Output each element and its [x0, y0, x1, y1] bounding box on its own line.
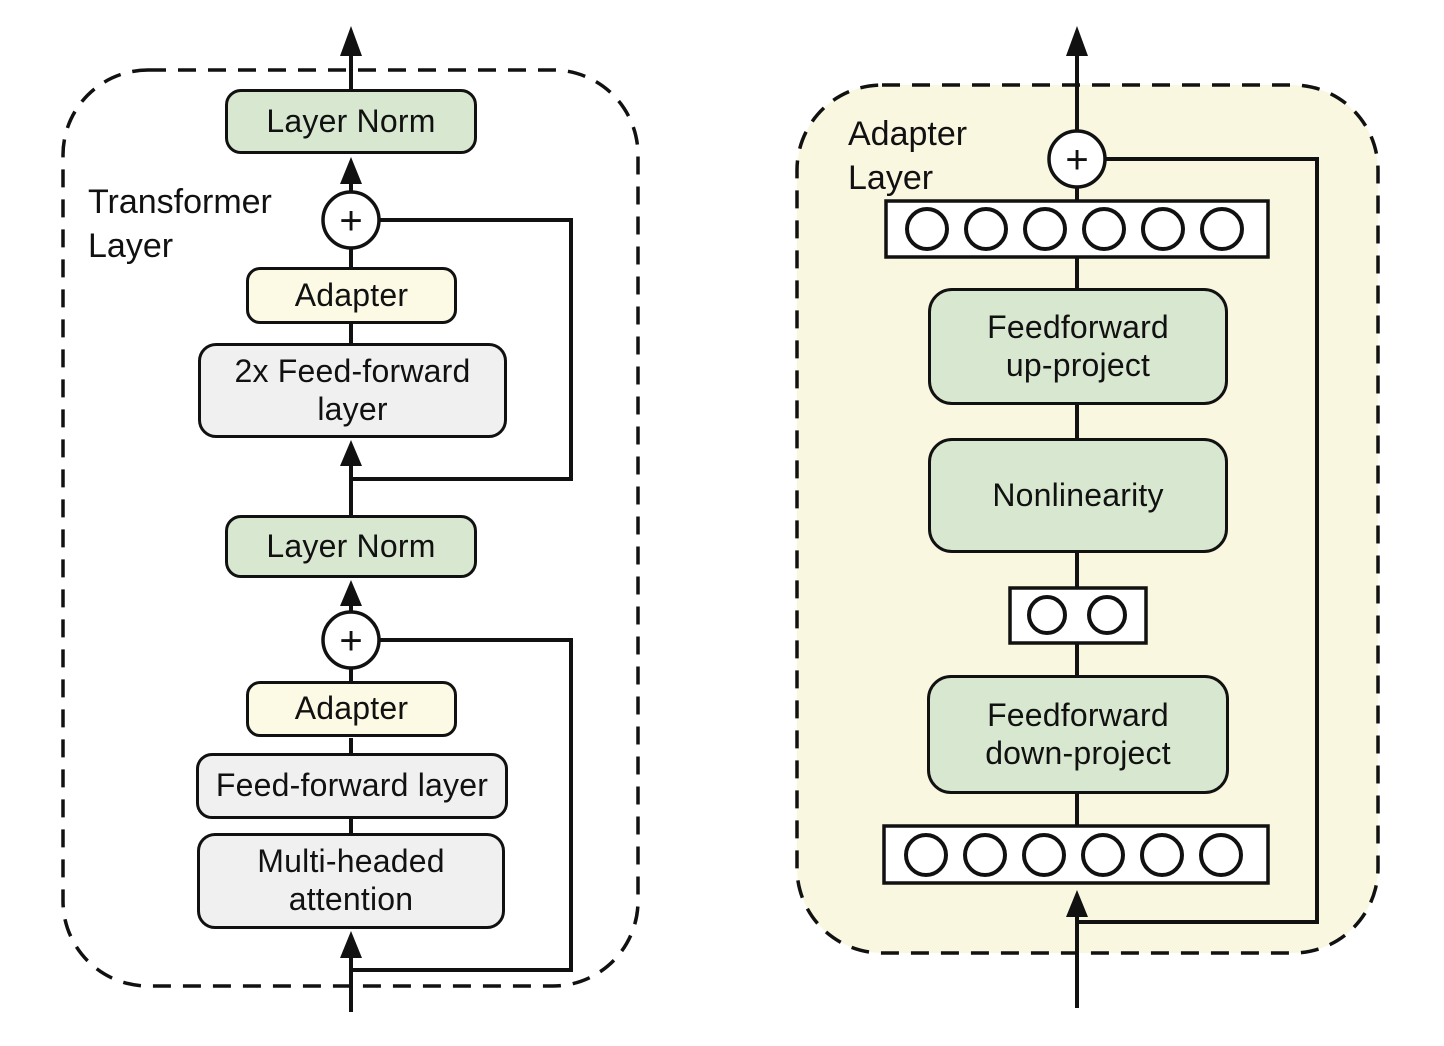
feature-vector-bottom	[882, 824, 1270, 885]
feedforward-2x-box: 2x Feed-forward layer	[198, 343, 507, 438]
residual-sum-circle-lower	[321, 610, 381, 670]
right-input-arrow	[1066, 890, 1088, 1008]
adapter-upper-box: Adapter	[246, 267, 457, 324]
plus-icon: +	[339, 619, 362, 663]
feature-unit-circle	[1087, 595, 1127, 635]
adapter-lower-box: Adapter	[246, 681, 457, 737]
residual-sum-circle-upper	[321, 190, 381, 250]
feedforward-layer-box: Feed-forward layer	[196, 753, 508, 819]
left-output-arrow	[340, 26, 362, 89]
feature-unit-circle	[1200, 207, 1244, 251]
layer-norm-top-box: Layer Norm	[225, 89, 477, 154]
feature-unit-circle	[1022, 833, 1066, 877]
multi-headed-attention-box: Multi-headed attention	[197, 833, 505, 929]
feature-unit-circle	[1082, 207, 1126, 251]
right-output-arrow	[1066, 26, 1088, 131]
arrow-sum-to-layernorm-mid	[340, 580, 362, 612]
lower-residual-skip-line	[351, 638, 573, 972]
arrow-sum-to-layernorm-top	[340, 157, 362, 191]
feature-unit-circle	[1023, 207, 1067, 251]
adapter-sum-circle	[1047, 129, 1107, 189]
plus-icon: +	[1065, 138, 1088, 182]
adapter-layer-label: Adapter Layer	[848, 115, 968, 198]
bottleneck-vector	[1008, 586, 1148, 645]
transformer-layer-label: Transformer Layer	[88, 183, 272, 266]
feature-unit-circle	[1140, 833, 1184, 877]
feedforward-down-project-box: Feedforward down-project	[927, 675, 1229, 794]
feature-unit-circle	[1027, 595, 1067, 635]
arrow-into-feedforward-2x	[340, 440, 362, 479]
feature-vector-top	[884, 199, 1270, 259]
feature-unit-circle	[904, 833, 948, 877]
feature-unit-circle	[1199, 833, 1243, 877]
feedforward-up-project-box: Feedforward up-project	[928, 288, 1228, 405]
layer-norm-mid-box: Layer Norm	[225, 515, 477, 578]
feature-unit-circle	[964, 207, 1008, 251]
plus-icon: +	[339, 199, 362, 243]
feature-unit-circle	[1141, 207, 1185, 251]
feature-unit-circle	[1081, 833, 1125, 877]
feature-unit-circle	[905, 207, 949, 251]
nonlinearity-box: Nonlinearity	[928, 438, 1228, 553]
adapter-skip-line	[1077, 157, 1319, 924]
left-input-arrow	[340, 931, 362, 1012]
upper-residual-skip-line	[351, 218, 573, 481]
feature-unit-circle	[963, 833, 1007, 877]
